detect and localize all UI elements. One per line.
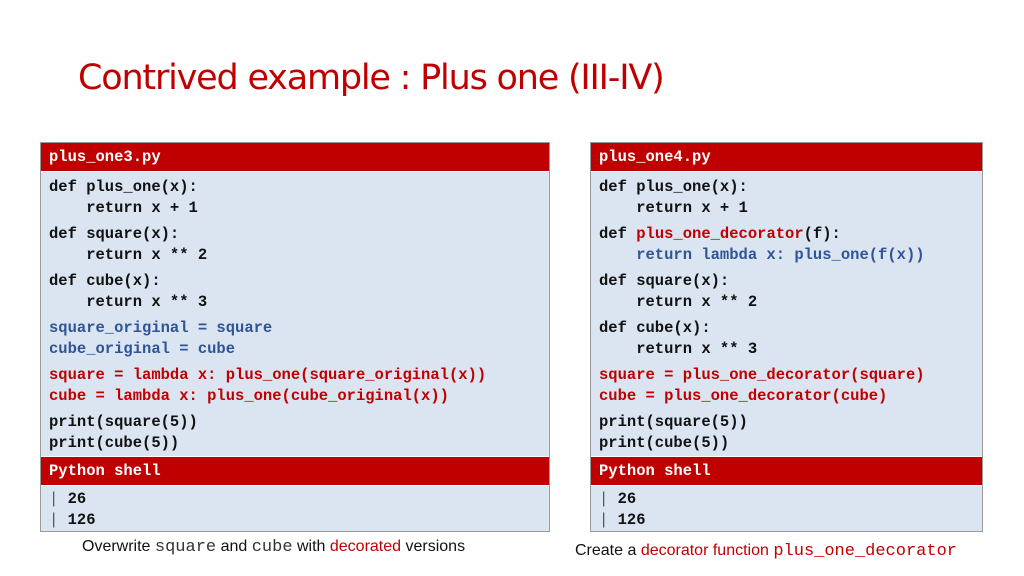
caption-code: square (154, 538, 217, 557)
output-line: | 26 (49, 489, 549, 510)
code-line: def square(x): (49, 225, 180, 243)
prompt-pipe: | (599, 510, 609, 529)
output-line: | 26 (599, 489, 982, 510)
code-block-decorator: def plus_one_decorator(f): return lambda… (599, 224, 982, 265)
code-line: return lambda x: plus_one(f(x)) (599, 245, 925, 264)
slide-title: Contrived example : Plus one (III-IV) (78, 58, 665, 98)
caption-highlight: decorated (329, 538, 402, 555)
code-block: print(square(5)) print(cube(5)) (599, 412, 982, 453)
code-line: print(cube(5)) (599, 433, 730, 452)
code-line: def cube(x): (49, 272, 161, 290)
code-area: def plus_one(x): return x + 1 def plus_o… (591, 171, 982, 456)
caption-left: Overwrite square and cube with decorated… (82, 538, 465, 557)
code-area: def plus_one(x): return x + 1 def square… (41, 171, 549, 456)
caption-text: Create a (575, 542, 641, 559)
code-line: def square(x): (599, 272, 730, 290)
code-block: def square(x): return x ** 2 (599, 271, 982, 312)
code-line: return x + 1 (599, 198, 748, 217)
shell-header: Python shell (591, 456, 982, 485)
caption-highlight: decorator function (640, 542, 769, 559)
code-line: print(cube(5)) (49, 433, 180, 452)
code-block: print(square(5)) print(cube(5)) (49, 412, 549, 453)
code-panel-plus-one4: plus_one4.py def plus_one(x): return x +… (590, 142, 983, 532)
output-value: 26 (617, 490, 637, 508)
keyword-def: def (599, 225, 637, 243)
code-block-originals: square_original = square cube_original =… (49, 318, 549, 359)
code-line: return x ** 3 (599, 339, 758, 358)
code-line: cube = lambda x: plus_one(cube_original(… (49, 386, 449, 405)
caption-text: with (292, 538, 330, 555)
prompt-pipe: | (49, 490, 59, 508)
shell-output: | 26 | 126 (41, 485, 549, 530)
output-value: 126 (617, 510, 646, 529)
code-line: return x ** 2 (599, 292, 758, 311)
code-line: cube = plus_one_decorator(cube) (599, 386, 888, 405)
param-list: (f): (803, 225, 841, 243)
code-block: def cube(x): return x ** 3 (49, 271, 549, 312)
shell-output: | 26 | 126 (591, 485, 982, 530)
decorator-name: plus_one_decorator (636, 225, 804, 243)
code-panel-plus-one3: plus_one3.py def plus_one(x): return x +… (40, 142, 550, 532)
caption-right: Create a decorator function plus_one_dec… (575, 542, 957, 561)
output-value: 26 (67, 490, 87, 508)
code-line: return x ** 3 (49, 292, 208, 311)
code-line: def cube(x): (599, 319, 711, 337)
filename-header: plus_one4.py (591, 143, 982, 171)
code-line: square = lambda x: plus_one(square_origi… (49, 366, 487, 384)
caption-text: versions (401, 538, 466, 555)
code-line: def plus_one_decorator(f): (599, 224, 982, 245)
caption-text: and (216, 538, 252, 555)
code-block-lambdas: square = lambda x: plus_one(square_origi… (49, 365, 549, 406)
output-line: | 126 (49, 510, 549, 531)
prompt-pipe: | (49, 510, 59, 529)
code-line: return x + 1 (49, 198, 198, 217)
code-line: def plus_one(x): (599, 178, 748, 196)
code-block-decorated: square = plus_one_decorator(square) cube… (599, 365, 982, 406)
filename-header: plus_one3.py (41, 143, 549, 171)
code-block: def square(x): return x ** 2 (49, 224, 549, 265)
code-line: cube_original = cube (49, 339, 236, 358)
caption-code: cube (251, 538, 293, 557)
output-value: 126 (67, 510, 96, 529)
output-line: | 126 (599, 510, 982, 531)
caption-code: plus_one_decorator (773, 542, 957, 561)
prompt-pipe: | (599, 490, 609, 508)
code-line: def plus_one(x): (49, 178, 198, 196)
code-block: def plus_one(x): return x + 1 (49, 177, 549, 218)
code-line: return x ** 2 (49, 245, 208, 264)
shell-header: Python shell (41, 456, 549, 485)
code-line: print(square(5)) (49, 413, 198, 431)
code-block: def cube(x): return x ** 3 (599, 318, 982, 359)
code-line: print(square(5)) (599, 413, 748, 431)
code-line: square_original = square (49, 319, 273, 337)
caption-text: Overwrite (82, 538, 155, 555)
code-line: square = plus_one_decorator(square) (599, 366, 925, 384)
code-block: def plus_one(x): return x + 1 (599, 177, 982, 218)
